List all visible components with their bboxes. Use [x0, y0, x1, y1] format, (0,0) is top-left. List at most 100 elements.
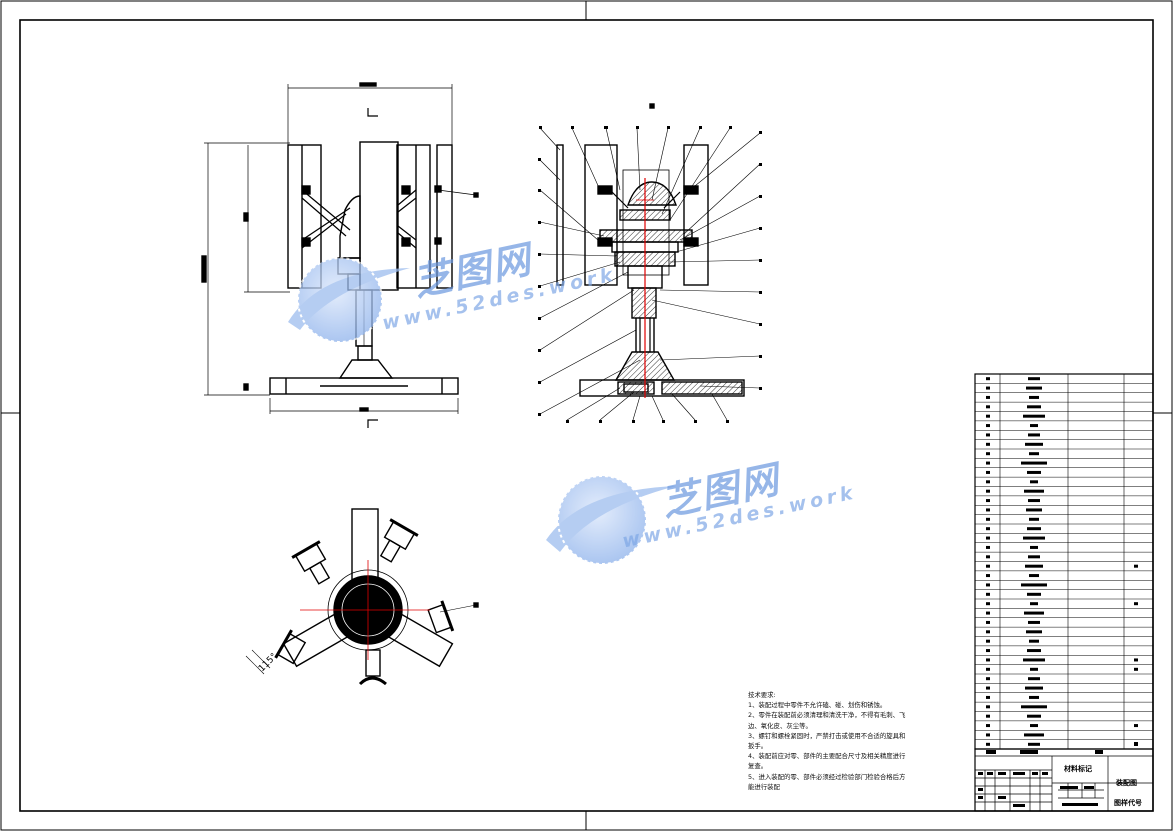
bom-row-name: [1026, 386, 1042, 390]
section-view: [538, 103, 762, 423]
bom-row-index: [986, 424, 990, 428]
bom-row-index: [986, 527, 990, 531]
bom-row-name: [1029, 395, 1039, 399]
requirement-line: 5、进入装配的零、部件必须经过检验部门检验合格后方: [748, 772, 906, 781]
bom-row-index: [986, 414, 990, 418]
bom-row-name: [1024, 733, 1044, 737]
technical-requirements: 技术要求: 1、装配过程中零件不允许磕、碰、划伤和锈蚀。 2、零件在装配前必须清…: [748, 690, 938, 792]
bom-row-name: [1026, 630, 1042, 634]
bom-row-name: [1030, 667, 1038, 671]
requirement-line: 扳手。: [748, 742, 768, 751]
bom-row-name: [1025, 564, 1043, 568]
bom-row-index: [986, 602, 990, 606]
bom-row-name: [1029, 452, 1039, 456]
material-label: 材料标记: [1064, 765, 1092, 773]
bom-row-index: [986, 667, 990, 671]
bom-row-name: [1029, 517, 1039, 521]
bom-row-index: [986, 545, 990, 549]
bom-row-index: [986, 695, 990, 699]
title-block: [974, 742, 1154, 812]
bom-row-name: [1023, 536, 1045, 540]
bom-row-name: [1025, 442, 1043, 446]
bom-row-index: [986, 508, 990, 512]
bom-row-index: [986, 536, 990, 540]
requirement-line: 4、装配前应对零、部件的主要配合尺寸及相关精度进行: [748, 752, 906, 761]
bom-row-mark: [1134, 602, 1138, 606]
watermark-logo-2: [546, 475, 676, 565]
bom-row-name: [1027, 649, 1041, 653]
bom-row-name: [1026, 508, 1042, 512]
bom-row-name: [1023, 658, 1045, 662]
bom-row-name: [1029, 695, 1039, 699]
bom-row-name: [1021, 461, 1047, 465]
bom-row-name: [1025, 686, 1043, 690]
bom-row-name: [1028, 555, 1040, 559]
bom-row-index: [986, 574, 990, 578]
bom-row-name: [1024, 489, 1044, 493]
bom-row-name: [1027, 592, 1041, 596]
bom-row-name: [1028, 377, 1040, 381]
bom-row-index: [986, 489, 990, 493]
bom-row-name: [1028, 742, 1040, 746]
bom-row-index: [986, 564, 990, 568]
bom-row-index: [986, 433, 990, 437]
bom-row-index: [986, 461, 990, 465]
bom-row-name: [1021, 705, 1047, 709]
bom-row-index: [986, 377, 990, 381]
bom-row-mark: [1134, 724, 1138, 728]
bom-row-index: [986, 499, 990, 503]
bom-row-name: [1027, 405, 1041, 409]
bom-row-index: [986, 658, 990, 662]
technical-requirements-title: 技术要求:: [748, 691, 776, 699]
bom-row-index: [986, 714, 990, 718]
bom-row-mark: [1134, 658, 1138, 662]
bom-row-name: [1027, 714, 1041, 718]
bom-row-name: [1021, 583, 1047, 587]
bom-row-name: [1028, 433, 1040, 437]
requirement-line: 3、螺钉和螺栓紧固时，严禁打击或使用不合适的旋具和: [748, 731, 906, 740]
bom-row-name: [1029, 639, 1039, 643]
bom-row-index: [986, 517, 990, 521]
watermark-logo-1: [288, 257, 410, 343]
requirement-line: 1、装配过程中零件不允许磕、碰、划伤和锈蚀。: [748, 701, 887, 710]
bom-row-mark: [1134, 667, 1138, 671]
bom-row-name: [1030, 424, 1038, 428]
bom-row-name: [1028, 677, 1040, 681]
requirement-line: 复查。: [748, 762, 768, 771]
bom-row-name: [1029, 574, 1039, 578]
bom-row-index: [986, 405, 990, 409]
bom-table: [974, 373, 1154, 750]
bom-row-name: [1030, 480, 1038, 484]
bom-row-index: [986, 686, 990, 690]
bom-row-name: [1030, 545, 1038, 549]
bom-row-index: [986, 724, 990, 728]
front-view: [201, 82, 479, 428]
bom-row-index: [986, 611, 990, 615]
bom-row-index: [986, 620, 990, 624]
bom-row-index: [986, 395, 990, 399]
bom-row-index: [986, 630, 990, 634]
bom-row-index: [986, 639, 990, 643]
bom-row-index: [986, 555, 990, 559]
requirement-line: 能进行装配: [748, 782, 780, 791]
bom-row-index: [986, 705, 990, 709]
bom-row-index: [986, 677, 990, 681]
drawing-name-label: 装配图: [1116, 779, 1137, 787]
top-view: [245, 508, 479, 686]
bom-row-mark: [1134, 564, 1138, 568]
bom-row-name: [1030, 602, 1038, 606]
bom-row-name: [1023, 414, 1045, 418]
bom-row-index: [986, 649, 990, 653]
bom-row-index: [986, 480, 990, 484]
bom-row-name: [1030, 724, 1038, 728]
bom-row-index: [986, 733, 990, 737]
bom-row-index: [986, 442, 990, 446]
bom-row-name: [1024, 611, 1044, 615]
requirement-line: 2、零件在装配前必须清理和清洗干净，不得有毛刺、飞: [748, 711, 906, 720]
bom-row-index: [986, 386, 990, 390]
drawing-code-label: 图样代号: [1114, 799, 1142, 807]
bom-row-index: [986, 742, 990, 746]
bom-row-name: [1027, 470, 1041, 474]
